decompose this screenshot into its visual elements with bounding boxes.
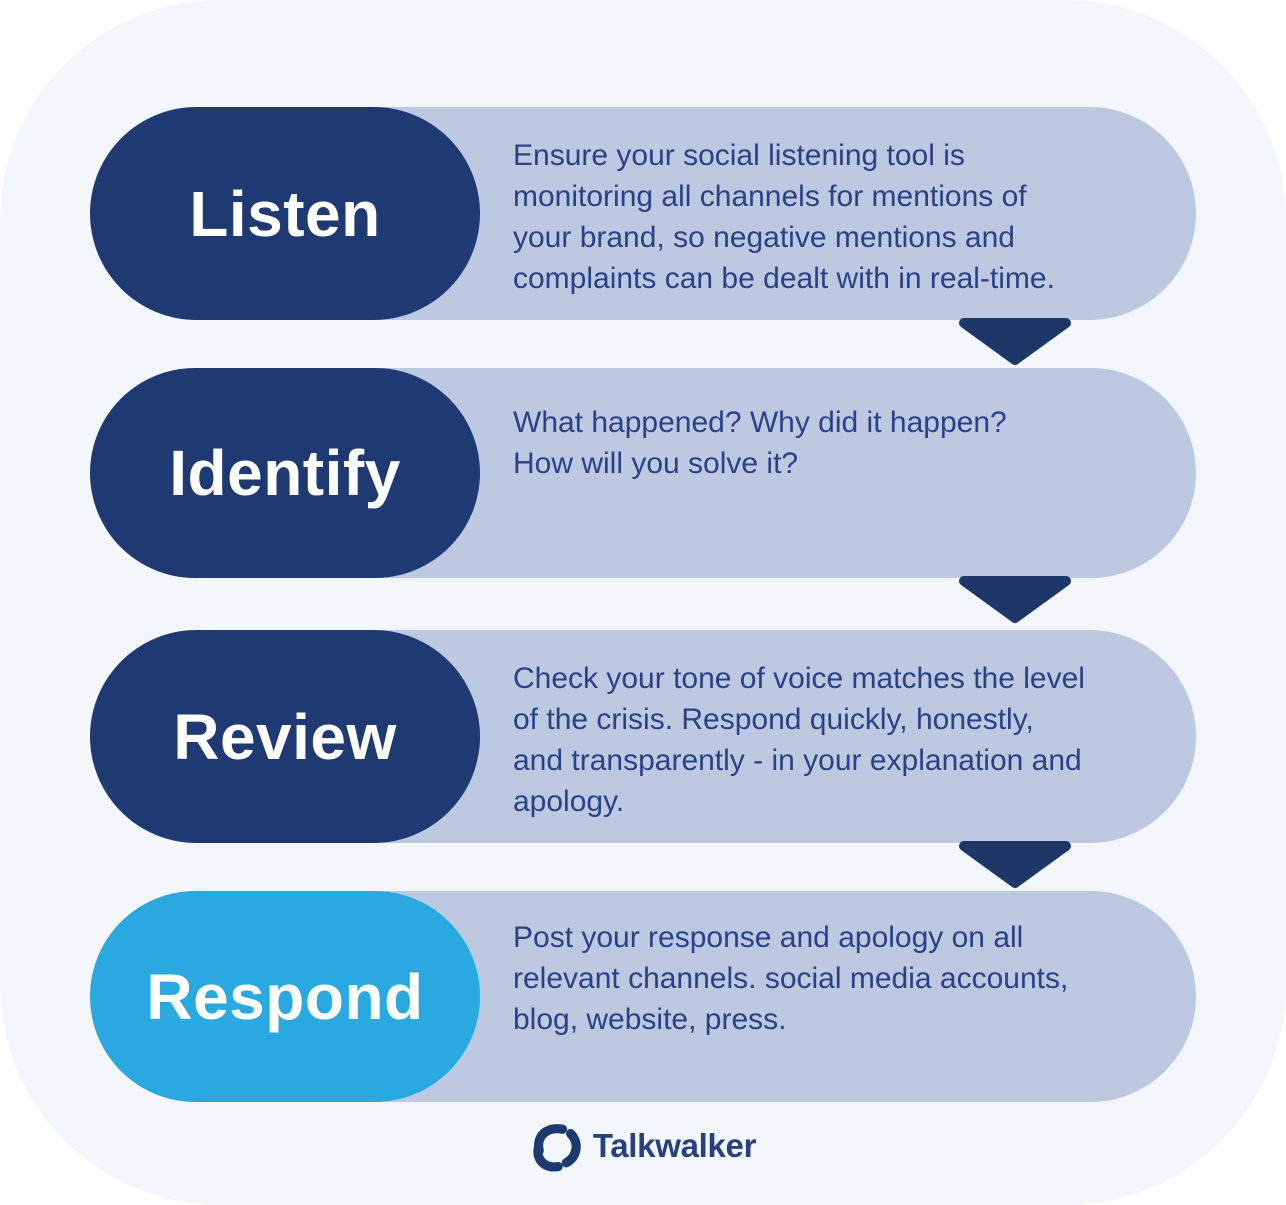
flow-arrow-down-icon [959, 576, 1071, 623]
step-pill-identify: Identify [90, 368, 480, 578]
step-pill-listen: Listen [90, 107, 480, 320]
talkwalker-logo-icon [533, 1124, 581, 1172]
step-description: Ensure your social listening tool is mon… [513, 139, 1055, 295]
step-label: Identify [169, 437, 401, 509]
step-pill-review: Review [90, 630, 480, 843]
step-label: Respond [146, 960, 424, 1033]
step-pill-respond: Respond [90, 891, 480, 1102]
step-description: What happened? Why did it happen? How wi… [513, 406, 1007, 480]
step-row-identify: Identify What happened? Why did it happe… [0, 368, 1286, 578]
step-row-listen: Listen Ensure your social listening tool… [0, 107, 1286, 320]
flow-arrow-down-icon [959, 318, 1071, 365]
brand-footer: Talkwalker [0, 1120, 1286, 1172]
step-label: Listen [189, 177, 381, 250]
step-label: Review [173, 700, 397, 773]
flow-arrow-down-icon [959, 841, 1071, 888]
step-row-respond: Respond Post your response and apology o… [0, 891, 1286, 1102]
step-description: Check your tone of voice matches the lev… [513, 662, 1085, 818]
step-description: Post your response and apology on all re… [513, 921, 1069, 1036]
step-row-review: Review Check your tone of voice matches … [0, 630, 1286, 843]
talkwalker-wordmark: Talkwalker [592, 1127, 757, 1164]
